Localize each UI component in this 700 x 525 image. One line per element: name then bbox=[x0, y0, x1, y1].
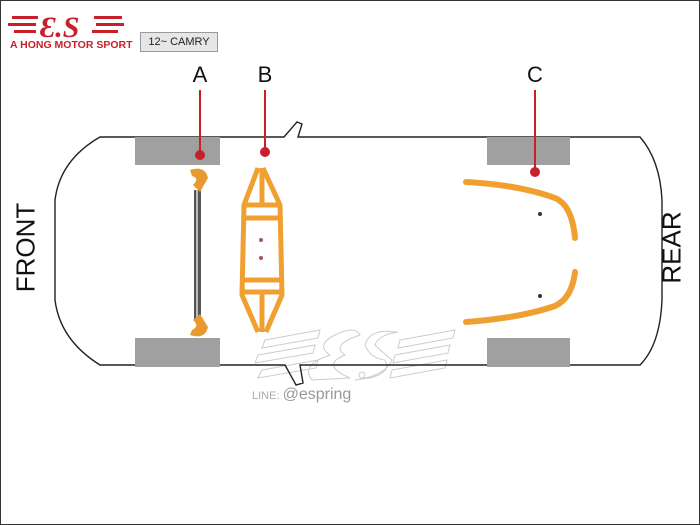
brand-logo: Ɛ.S bbox=[8, 11, 124, 44]
wheel-rear-right bbox=[487, 338, 570, 367]
watermark-logo bbox=[254, 329, 456, 381]
part-label-c: C bbox=[527, 62, 543, 87]
part-c-braces bbox=[463, 179, 578, 325]
wheel-front-left bbox=[135, 137, 220, 165]
part-pointers bbox=[195, 90, 540, 177]
part-a-strut-bar bbox=[190, 168, 208, 337]
part-b-brace bbox=[239, 166, 285, 333]
svg-text:Ɛ.S: Ɛ.S bbox=[40, 11, 79, 44]
rear-label: REAR bbox=[656, 211, 687, 284]
line-prefix: LINE: bbox=[252, 390, 280, 402]
model-label: 12~ CAMRY bbox=[140, 32, 218, 52]
wheel-rear-left bbox=[487, 137, 570, 165]
watermark-line: LINE: @espring bbox=[252, 386, 351, 404]
wheel-front-right bbox=[135, 338, 220, 367]
part-label-a: A bbox=[192, 62, 208, 87]
part-label-b: B bbox=[257, 62, 273, 87]
front-label: FRONT bbox=[10, 202, 41, 293]
line-id: @espring bbox=[282, 386, 352, 403]
brand-name: A HONG MOTOR SPORT bbox=[10, 39, 133, 51]
car-outline bbox=[54, 121, 663, 386]
wheels bbox=[135, 137, 570, 367]
